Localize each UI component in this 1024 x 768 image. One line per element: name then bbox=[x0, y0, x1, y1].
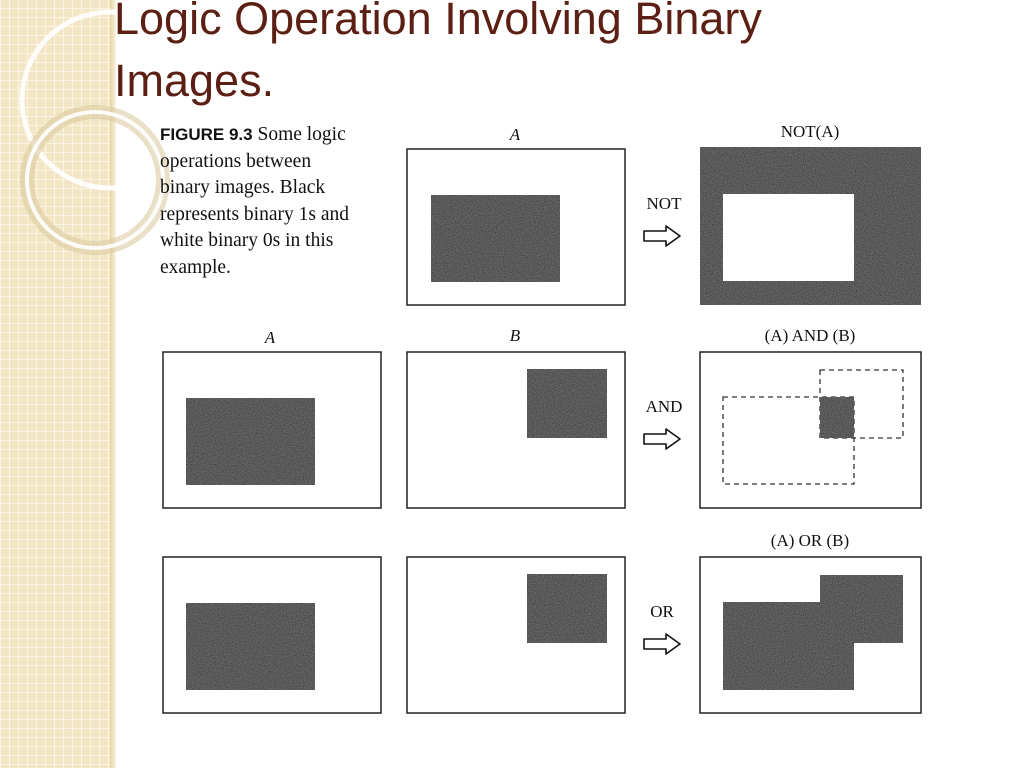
decorative-circle-large bbox=[19, 9, 200, 191]
arrow-or-icon bbox=[643, 633, 681, 655]
hole-not-a bbox=[723, 194, 854, 281]
slide-title-line-1: Logic Operation Involving Binary bbox=[114, 0, 762, 44]
slide-title: Logic Operation Involving Binary Images. bbox=[114, 0, 914, 112]
label-a-top: A bbox=[509, 125, 521, 144]
region-b-mid bbox=[527, 369, 607, 438]
region-a-top bbox=[431, 195, 560, 282]
operator-or: OR bbox=[650, 602, 674, 621]
decorative-band-edge bbox=[110, 0, 116, 768]
operator-and: AND bbox=[646, 397, 683, 416]
region-a-bottom bbox=[186, 603, 315, 690]
label-b-mid: B bbox=[510, 326, 521, 345]
operator-not: NOT bbox=[647, 194, 683, 213]
slide-title-line-2: Images. bbox=[114, 55, 275, 106]
region-a-mid bbox=[186, 398, 315, 485]
figure-caption: FIGURE 9.3 Some logic operations between… bbox=[160, 122, 350, 282]
outline-a-dashed bbox=[722, 396, 855, 485]
region-a-and-b bbox=[820, 397, 854, 438]
arrow-not-icon bbox=[643, 225, 681, 247]
decorative-circles bbox=[19, 9, 200, 255]
arrow-and-icon bbox=[643, 428, 681, 450]
region-b-bottom bbox=[527, 574, 607, 643]
frame-a-and-b bbox=[699, 351, 922, 509]
decorative-circle-small bbox=[25, 110, 165, 250]
label-not-a: NOT(A) bbox=[781, 122, 840, 141]
region-a-or-b bbox=[723, 575, 903, 690]
label-a-and-b: (A) AND (B) bbox=[765, 326, 856, 345]
label-a-or-b: (A) OR (B) bbox=[771, 531, 849, 550]
figure-caption-text: Some logic operations between binary ima… bbox=[160, 124, 349, 278]
figure-label: FIGURE 9.3 bbox=[160, 125, 253, 144]
outline-b-dashed bbox=[819, 369, 904, 439]
label-a-mid: A bbox=[264, 328, 276, 347]
